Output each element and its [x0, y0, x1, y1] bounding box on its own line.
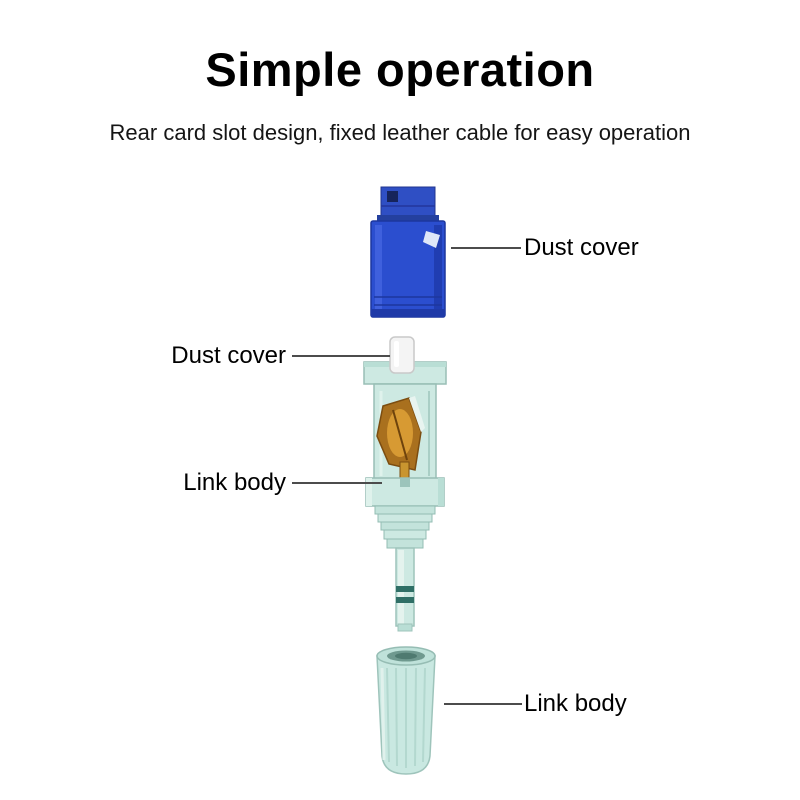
callout-label-link-body-left: Link body: [183, 469, 286, 496]
callout-label-link-body-right: Link body: [524, 690, 627, 717]
callout-line-link-body-right: [444, 703, 522, 705]
callout-line-link-body-left: [292, 482, 382, 484]
link-body-icon: [363, 336, 447, 632]
page-subtitle: Rear card slot design, fixed leather cab…: [109, 120, 691, 145]
callout-line-dust-cover-left: [292, 355, 390, 357]
callout-label-dust-cover-right: Dust cover: [524, 234, 639, 261]
sc-dust-cover-icon: [370, 186, 446, 318]
boot-sleeve-icon: [376, 646, 436, 775]
page-title: Simple operation: [205, 43, 595, 96]
link-body-image: [363, 336, 447, 632]
boot-sleeve-image: [372, 644, 440, 780]
callout-line-dust-cover-right: [451, 247, 521, 249]
callout-label-dust-cover-left: Dust cover: [171, 342, 286, 369]
sc-dust-cover-image: [366, 185, 450, 323]
